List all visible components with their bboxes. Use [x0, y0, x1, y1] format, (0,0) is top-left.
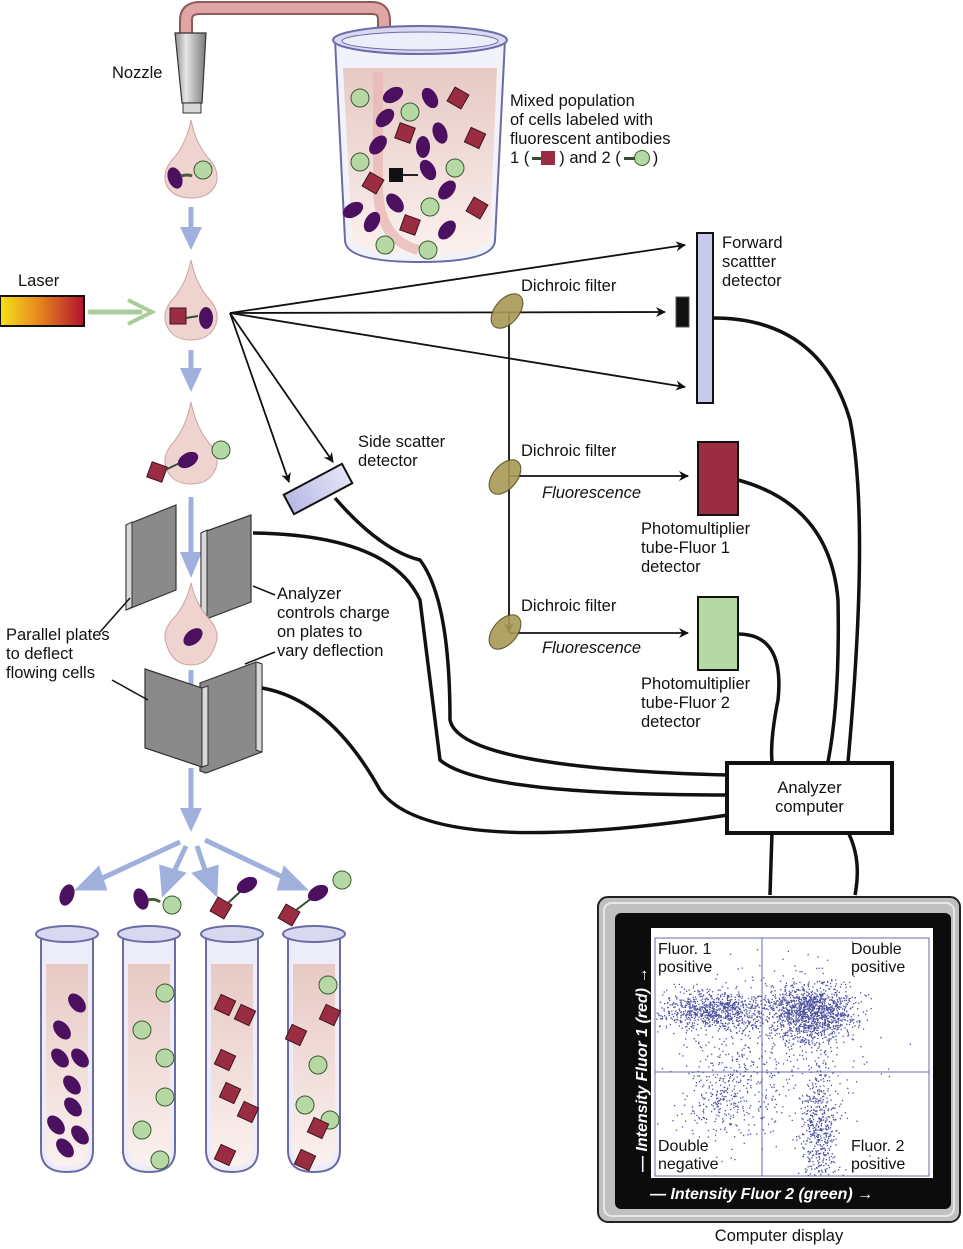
mixed-population-label: Mixed population of cells labeled with f… [510, 92, 671, 148]
computer-display-monitor [597, 896, 961, 1223]
sorting-arrows [73, 837, 310, 898]
droplet-2 [164, 259, 218, 341]
pmt-fluor2-detector [697, 596, 739, 671]
side-scatter-detector [282, 462, 354, 516]
droplet-4 [164, 582, 218, 666]
dichroic-filter-label-2: Dichroic filter [521, 442, 617, 460]
computer-display-label: Computer display [714, 1227, 844, 1245]
sorted-fluor1 [209, 873, 261, 920]
flow-arrow-2 [180, 350, 202, 392]
legend-prefix: 1 ( [510, 149, 530, 167]
antibody-legend: 1 ( ) and 2 () [510, 149, 658, 168]
test-tubes [35, 925, 346, 1174]
forward-scatter-label: Forward scattter detector [722, 234, 783, 290]
parallel-plates-label: Parallel plates to deflect flowing cells [6, 626, 110, 682]
beam-stop [675, 296, 690, 328]
sorted-fluor2 [130, 886, 182, 915]
deflection-plates-upper [125, 504, 252, 622]
legend-mid: ) and 2 ( [559, 149, 621, 167]
sorted-double [277, 870, 352, 927]
forward-scatter-detector [696, 232, 714, 404]
nozzle-label: Nozzle [112, 64, 163, 82]
droplet-1 [164, 119, 218, 199]
pmt-fluor1-detector [697, 441, 739, 516]
scatter-rays [229, 241, 689, 638]
scatter-points [656, 941, 911, 1177]
laser-source [0, 295, 85, 327]
fluorescence-label-1: Fluorescence [542, 484, 642, 502]
dichroic-filter-2 [488, 459, 522, 495]
x-axis-label: — Intensity Fluor 2 (green) → [650, 1186, 874, 1203]
antibody-2-icon [621, 150, 653, 166]
droplet-3 [146, 401, 231, 485]
quadrant-double-positive: Double positive [851, 941, 906, 976]
pmt-fluor2-label: Photomultiplier tube-Fluor 2 detector [641, 675, 751, 731]
laser-beam-arrow [87, 298, 157, 326]
beaker-cells [339, 83, 489, 260]
deflection-plates-lower [144, 661, 263, 774]
pmt-fluor1-label: Photomultiplier tube-Fluor 1 detector [641, 520, 751, 576]
laser-label: Laser [18, 272, 60, 290]
dichroic-filter-3 [488, 614, 522, 650]
flow-arrow-3 [180, 497, 202, 578]
legend-suffix: ) [652, 149, 659, 167]
fluorescence-label-2: Fluorescence [542, 639, 642, 657]
quadrant-double-negative: Double negative [658, 1138, 719, 1173]
flow-arrow-4 [180, 768, 202, 832]
analyzer-computer-box [725, 761, 894, 835]
side-scatter-label: Side scatter detector [358, 433, 446, 470]
dichroic-filter-label-1: Dichroic filter [521, 277, 617, 295]
analyzer-controls-label: Analyzer controls charge on plates to va… [277, 585, 390, 660]
antibody-1-icon [529, 151, 559, 165]
quadrant-fluor1-positive: Fluor. 1 positive [658, 941, 713, 976]
y-axis-label: — Intensity Fluor 1 (red) → [634, 967, 651, 1172]
test-tube-1 [35, 925, 99, 1174]
signal-cables [252, 316, 862, 896]
test-tube-3 [200, 925, 264, 1174]
dichroic-filter-1 [490, 293, 524, 329]
analyzer-computer-label: Analyzer computer [775, 779, 844, 816]
dichroic-filter-label-3: Dichroic filter [521, 597, 617, 615]
quadrant-fluor2-positive: Fluor. 2 positive [851, 1138, 906, 1173]
nozzle-icon [174, 32, 207, 114]
flow-arrow-1 [180, 207, 202, 250]
